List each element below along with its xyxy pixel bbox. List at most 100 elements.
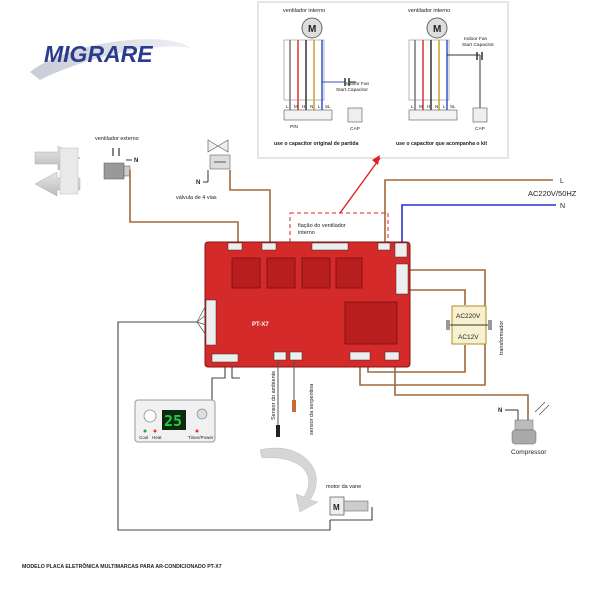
relay-2 <box>266 257 296 289</box>
fan-diagram-left-caption: use o capacitor original de partida <box>274 141 359 147</box>
connector-coil-sensor <box>289 351 303 361</box>
wire-ac-neutral <box>401 204 556 252</box>
airflow-swirl-icon <box>259 447 319 513</box>
compressor-body-icon <box>511 429 537 445</box>
terminal-right-l: L <box>411 104 414 109</box>
display-power-button-icon <box>196 408 208 420</box>
compressor-n-label: N <box>498 408 502 414</box>
pin-label: PIN <box>290 124 299 130</box>
fan-diagram-left: ventilador interno M Indoor Fan Start Ca… <box>274 8 370 147</box>
fan-diagrams-frame <box>257 1 509 159</box>
brown-wires <box>129 170 553 420</box>
external-fan-connector-icon <box>123 165 131 177</box>
compressor-top-icon <box>514 419 534 431</box>
wire-external-fan <box>129 170 239 248</box>
footer-caption: MODELO PLACA ELETRÔNICA MULTIMARCAS PARA… <box>22 562 222 570</box>
fan-motor-left-letter: M <box>308 24 316 35</box>
fan-diagram-right: ventilador interno M Indoor Fan Start Ca… <box>396 8 494 147</box>
display-cool-label: Cool <box>139 435 148 440</box>
swing-motor-group: motor da vane M <box>326 484 369 516</box>
relay-4 <box>335 257 363 289</box>
terminal-left-sl: SL <box>325 104 331 109</box>
power-n-label: N <box>560 203 565 210</box>
cap-connector-right <box>472 107 488 123</box>
led-cool <box>143 429 147 433</box>
transformer-label: transformador <box>499 321 505 355</box>
power-l-label: L <box>560 178 564 185</box>
led-timer <box>195 429 199 433</box>
led-heat <box>153 429 157 433</box>
terminal-block-right <box>408 109 458 121</box>
indoor-fan-label-1: fiação do ventilador <box>298 223 346 229</box>
external-fan-label: ventilador externo <box>95 136 139 142</box>
transformer-primary-label: AC220V <box>456 313 481 320</box>
connector-fan-ext <box>227 242 243 251</box>
cap-right-label: CAP <box>475 126 485 132</box>
wire-compressor <box>394 365 529 420</box>
swing-motor-connector-icon <box>343 500 369 512</box>
compressor-label: Compressor <box>511 449 547 456</box>
transformer-bracket-right <box>488 320 492 330</box>
brand-logo: MIGRARE <box>30 39 190 80</box>
wire-swing-motor <box>330 507 373 521</box>
terminal-block-left <box>283 109 333 121</box>
wire-ac-line <box>384 179 553 252</box>
display-digits: 25 <box>164 412 182 430</box>
fan-motor-right-letter: M <box>433 24 441 35</box>
valve-symbol-icon <box>207 139 229 153</box>
display-ir-receiver-icon <box>143 409 157 423</box>
power-input-group: L AC220V/50HZ N <box>528 178 577 210</box>
display-screen <box>162 410 186 430</box>
connector-transformer <box>395 263 409 295</box>
terminal-left-l2: L <box>318 104 321 109</box>
relay-1 <box>231 257 261 289</box>
power-ac-label: AC220V/50HZ <box>528 189 577 198</box>
coil-sensor-label: sensor da serpentina <box>309 383 315 435</box>
terminal-right-l2: L <box>443 104 446 109</box>
connector-neutral <box>394 242 408 258</box>
capacitor-left-label-1: Indoor Fan <box>346 81 370 87</box>
indoor-fan-pointer-arrow <box>339 155 381 214</box>
wire-transformer-top <box>408 289 466 305</box>
display-heat-label: Heat <box>152 435 162 440</box>
board-model-label: PT-X7 <box>252 322 269 328</box>
terminal-left-m: M <box>294 104 298 109</box>
compressor-group: N Compressor <box>498 401 550 456</box>
cap-connector-left <box>347 107 363 123</box>
connector-line <box>377 242 391 251</box>
power-section <box>344 301 398 345</box>
capacitor-right-label-2: Start Capacitor <box>462 42 494 48</box>
fan-diagram-left-title: ventilador interno <box>283 8 325 14</box>
fan-motor-right-icon <box>426 17 448 39</box>
display-panel: 25 Cool Heat Timer/Power <box>134 399 216 443</box>
fan-diagram-right-title: ventilador interno <box>408 8 450 14</box>
indoor-fan-label-2: interno <box>298 230 315 236</box>
fan-wires-right-box <box>408 39 450 101</box>
dark-wires <box>117 321 373 531</box>
indoor-fan-wiring-box: fiação do ventilador interno <box>289 212 389 246</box>
connector-compressor <box>384 351 400 361</box>
logo-text: MIGRARE <box>44 41 153 67</box>
wire-display-left <box>211 365 226 402</box>
connector-valve <box>261 242 277 251</box>
terminal-left-l: L <box>286 104 289 109</box>
terminal-left-n: N <box>310 104 313 109</box>
wire-display-loop <box>117 321 331 531</box>
ambient-sensor-probe-icon <box>276 425 280 437</box>
logo-swoosh <box>30 39 190 80</box>
wire-display-right <box>231 365 240 379</box>
condenser-grille-icon <box>59 147 79 195</box>
connector-display <box>205 299 217 346</box>
cap-left-label: CAP <box>350 126 360 132</box>
terminal-right-n: N <box>435 104 438 109</box>
display-timer-label: Timer/Power <box>188 435 214 440</box>
terminal-left-h: H <box>302 104 305 109</box>
external-fan-group: ventilador externo N <box>34 136 139 197</box>
blue-wires <box>401 204 556 252</box>
indoor-fan-dashed-box <box>289 212 389 246</box>
connector-indoor-fan <box>311 242 349 251</box>
connector-swing <box>349 351 371 361</box>
terminal-right-m: M <box>419 104 423 109</box>
sensors-group: Sensor do ambiente sensor da serpentina <box>259 360 319 513</box>
